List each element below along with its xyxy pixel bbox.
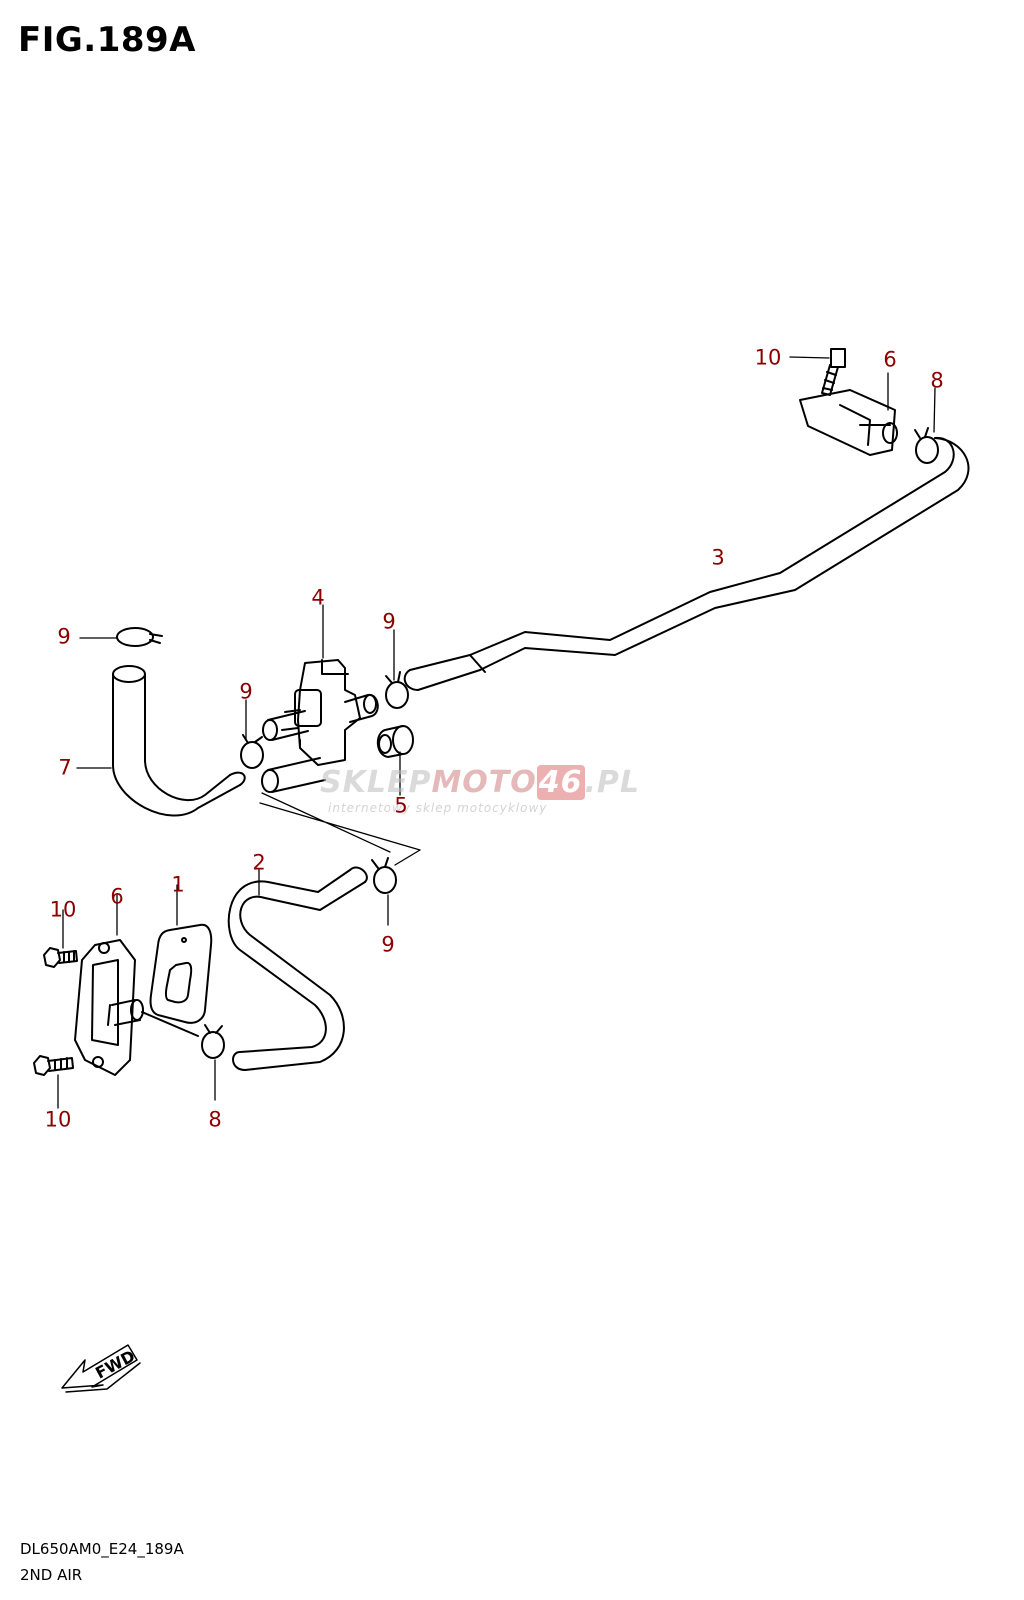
callout-10-lower-left: 10 bbox=[44, 1107, 72, 1132]
bracket-6-bottom bbox=[74, 939, 199, 1076]
watermark-subtitle: internetowy sklep motocyklowy bbox=[328, 801, 548, 815]
callout-10-top: 10 bbox=[754, 345, 782, 370]
bolt-10-top bbox=[821, 348, 846, 396]
clip-9-mid bbox=[371, 857, 397, 894]
callout-9-top-left: 9 bbox=[57, 624, 71, 649]
bolt-10-lower-left bbox=[33, 1055, 74, 1076]
clip-9-left bbox=[240, 734, 264, 769]
watermark-part-d: .PL bbox=[584, 765, 641, 800]
callout-5: 5 bbox=[394, 793, 408, 818]
callout-4: 4 bbox=[311, 585, 325, 610]
clip-9-top-left bbox=[116, 627, 163, 647]
clip-8-top bbox=[914, 427, 939, 464]
gasket-1 bbox=[149, 923, 213, 1024]
fwd-arrow bbox=[61, 1344, 141, 1393]
callout-9-left: 9 bbox=[239, 679, 253, 704]
hose-3 bbox=[403, 436, 970, 691]
callout-9-upper-right: 9 bbox=[382, 609, 396, 634]
cap-5 bbox=[376, 725, 414, 758]
watermark-part-b: MOTO bbox=[431, 765, 537, 800]
valve-4 bbox=[261, 659, 379, 793]
bracket-6-top bbox=[799, 389, 898, 456]
watermark: SKLEPMOTO46.PL internetowy sklep motocyk… bbox=[320, 765, 700, 825]
callout-6-top: 6 bbox=[883, 347, 897, 372]
watermark-part-a: SKLEP bbox=[320, 765, 432, 800]
callout-6-bottom: 6 bbox=[110, 884, 124, 909]
fwd-label: FWD bbox=[92, 1346, 138, 1382]
diagram-name: 2ND AIR bbox=[20, 1566, 83, 1584]
watermark-part-c: 46 bbox=[536, 765, 585, 800]
hose-7 bbox=[112, 665, 246, 817]
watermark-main: SKLEPMOTO46.PL bbox=[320, 765, 640, 800]
callout-2: 2 bbox=[252, 850, 266, 875]
hose-2 bbox=[227, 866, 368, 1071]
figure-title: FIG.189A bbox=[18, 20, 196, 60]
callout-7: 7 bbox=[58, 755, 72, 780]
clip-9-upper-right bbox=[385, 671, 409, 709]
callout-10-upper-left: 10 bbox=[49, 897, 77, 922]
callout-1: 1 bbox=[171, 872, 185, 897]
callout-8-top: 8 bbox=[930, 368, 944, 393]
callout-8-bottom: 8 bbox=[208, 1107, 222, 1132]
callout-3: 3 bbox=[711, 545, 725, 570]
clip-8-bottom bbox=[201, 1024, 225, 1059]
bolt-10-upper-left bbox=[43, 947, 78, 968]
diagram-code: DL650AM0_E24_189A bbox=[20, 1540, 184, 1558]
callout-9-bottom: 9 bbox=[381, 932, 395, 957]
